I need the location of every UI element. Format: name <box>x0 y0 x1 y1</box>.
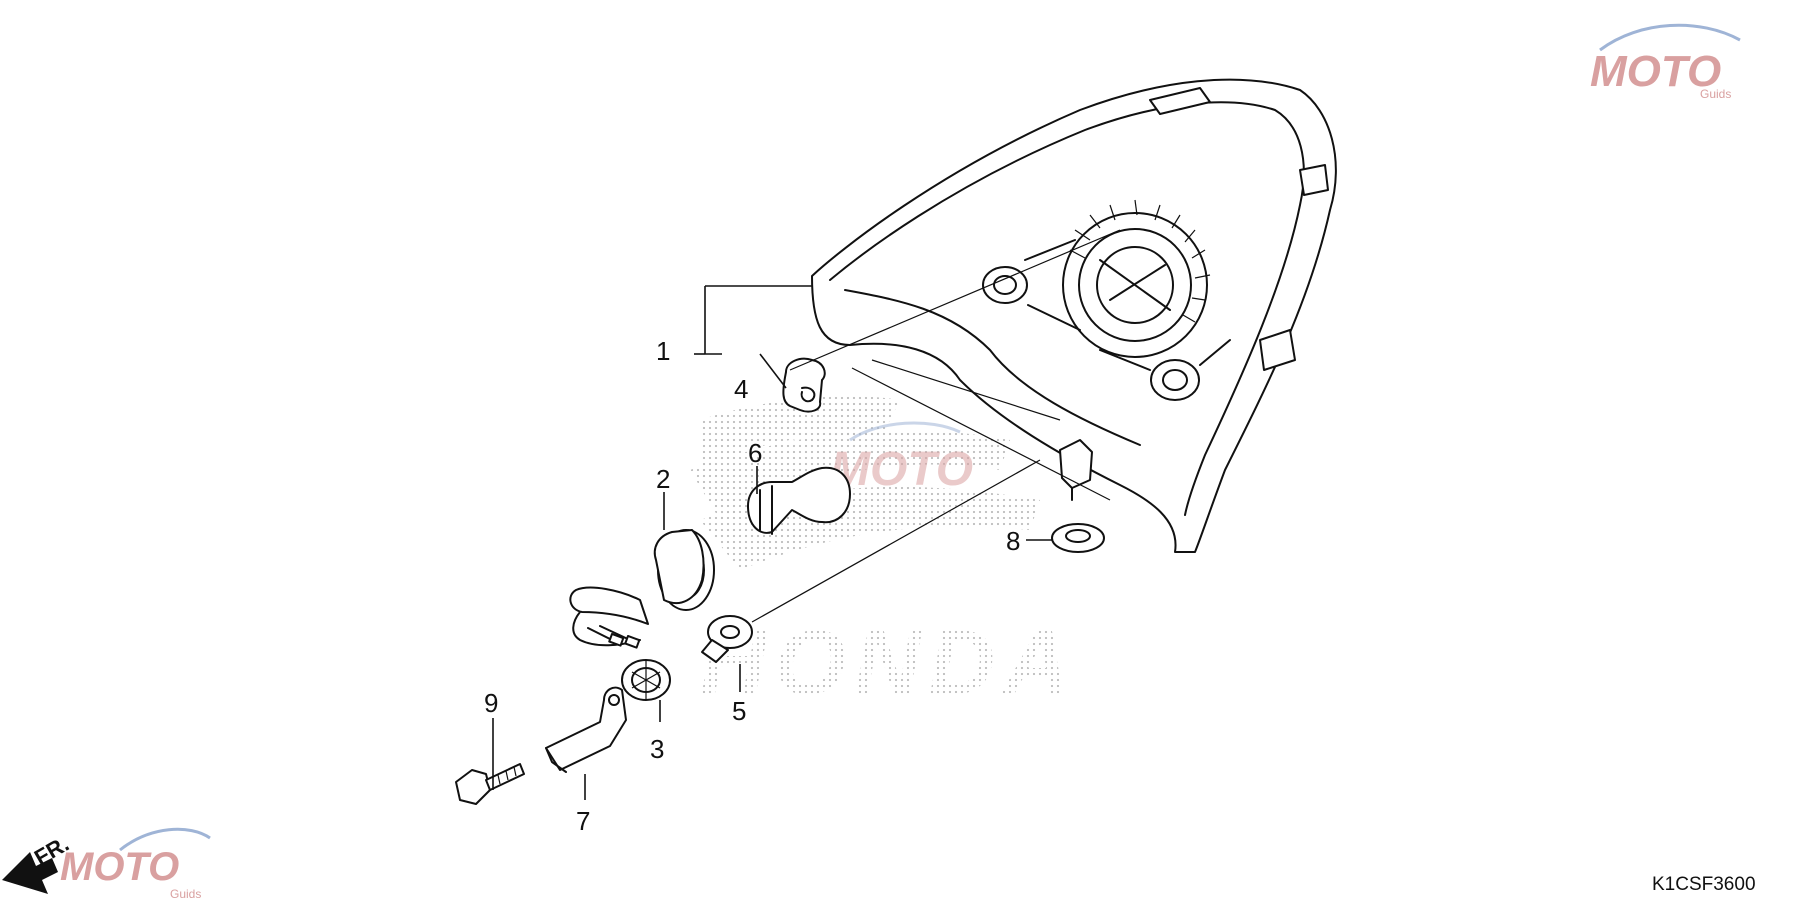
callout-2: 2 <box>656 464 670 494</box>
callout-4: 4 <box>734 374 748 404</box>
moto-logo-text-bottom: MOTO <box>60 845 179 889</box>
part-2-socket-harness <box>569 529 715 649</box>
callout-7: 7 <box>576 806 590 836</box>
callout-8: 8 <box>1006 526 1020 556</box>
callout-6: 6 <box>748 438 762 468</box>
part-5-grommet <box>701 615 753 663</box>
moto-logo-text-center: MOTO <box>830 443 973 496</box>
moto-guids-logo-top: MOTO Guids <box>1590 23 1741 101</box>
part-8-grommet <box>1051 523 1105 553</box>
diagram-code: K1CSF3600 <box>1652 874 1756 895</box>
part-9-bolt <box>455 763 525 805</box>
moto-logo-subtext: Guids <box>1700 87 1731 101</box>
leader-lines <box>492 229 1121 800</box>
part-4-clip <box>782 357 826 413</box>
tail-light-unit <box>811 78 1337 553</box>
honda-text-watermark: HONDA <box>700 612 1077 714</box>
callout-9: 9 <box>484 688 498 718</box>
moto-guids-logo-bottom: MOTO Guids <box>60 827 211 901</box>
callout-3: 3 <box>650 734 664 764</box>
part-7-bracket <box>545 686 627 773</box>
moto-logo-text: MOTO <box>1590 47 1721 96</box>
moto-logo-subtext-bottom: Guids <box>170 887 201 901</box>
callout-1: 1 <box>656 336 670 366</box>
moto-guids-logo-center: MOTO <box>830 421 973 496</box>
part-3-rubber-grommet <box>621 659 671 701</box>
callout-5: 5 <box>732 696 746 726</box>
part-6-bulb <box>747 466 851 535</box>
